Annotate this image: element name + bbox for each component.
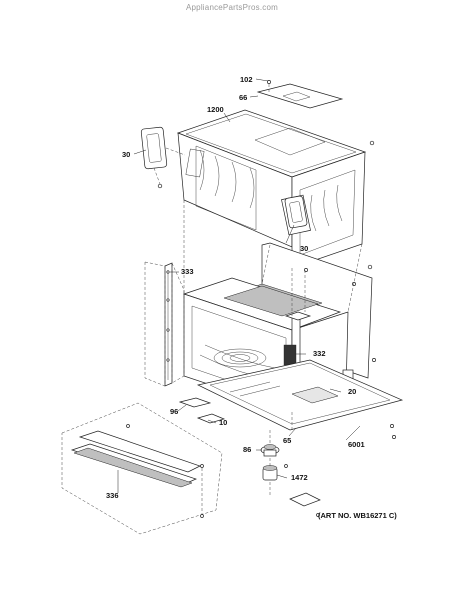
callout-10: 10 bbox=[219, 418, 228, 427]
top-cover-plate-part bbox=[256, 80, 344, 109]
callout-30-left: 30 bbox=[122, 150, 131, 159]
callout-65: 65 bbox=[283, 436, 292, 445]
callout-333: 333 bbox=[181, 267, 194, 276]
callout-1472: 1472 bbox=[291, 473, 308, 482]
small-plate-10-part bbox=[196, 413, 226, 424]
callout-86: 86 bbox=[243, 445, 252, 454]
drive-coupler-part bbox=[260, 444, 280, 457]
side-bracket-strip-part bbox=[144, 261, 185, 387]
callout-6001: 6001 bbox=[348, 440, 365, 449]
callout-66: 66 bbox=[239, 93, 248, 102]
outer-case-part bbox=[157, 109, 375, 270]
callout-20: 20 bbox=[348, 387, 357, 396]
art-number: (ART NO. WB16271 C) bbox=[318, 511, 397, 520]
callout-1200: 1200 bbox=[207, 105, 224, 114]
small-plate-96-part bbox=[178, 397, 212, 408]
callout-30-right: 30 bbox=[300, 244, 309, 253]
callout-96: 96 bbox=[170, 407, 179, 416]
callout-332: 332 bbox=[313, 349, 326, 358]
right-window-gasket-part bbox=[284, 195, 308, 229]
watermark: AppliancePartsPros.com bbox=[186, 3, 278, 12]
turntable-motor-part bbox=[262, 458, 278, 496]
assembly-guide-lines bbox=[153, 167, 363, 444]
bottom-tray-part bbox=[196, 359, 404, 439]
callout-102: 102 bbox=[240, 75, 253, 84]
callout-336: 336 bbox=[106, 491, 119, 500]
motor-bracket-part bbox=[284, 464, 321, 517]
left-window-gasket-part bbox=[140, 126, 186, 170]
leader-lines bbox=[117, 78, 361, 493]
trim-assembly-part bbox=[61, 402, 223, 535]
